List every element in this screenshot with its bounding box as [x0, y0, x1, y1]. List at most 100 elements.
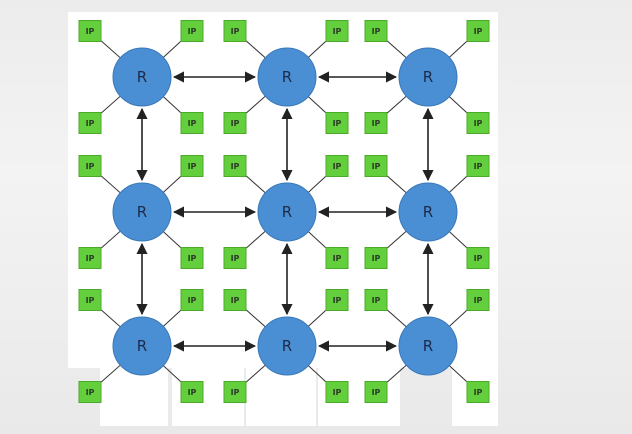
- router-node: [257, 47, 317, 107]
- ip-core-label: IP: [333, 388, 342, 397]
- ip-core-box: [364, 247, 388, 269]
- router-node: [112, 182, 172, 242]
- ip-core-box: [223, 155, 247, 177]
- ip-core-label: IP: [231, 388, 240, 397]
- router-r-2-2: R: [398, 316, 458, 376]
- router-node: [112, 316, 172, 376]
- ip-core-box: [466, 155, 490, 177]
- router-label: R: [282, 68, 292, 86]
- ip-core-box: [223, 381, 247, 403]
- ip-core-label: IP: [188, 162, 197, 171]
- ip-core-label: IP: [333, 254, 342, 263]
- ip-core-r-2-2-top-left: IP: [364, 289, 388, 311]
- ip-core-r-0-2-bottom-right: IP: [466, 112, 490, 134]
- ip-core-label: IP: [86, 162, 95, 171]
- ip-core-box: [466, 247, 490, 269]
- ip-core-label: IP: [372, 27, 381, 36]
- router-label: R: [137, 203, 147, 221]
- router-label: R: [137, 68, 147, 86]
- ip-core-r-1-1-bottom-left: IP: [223, 247, 247, 269]
- ip-core-r-0-0-bottom-right: IP: [180, 112, 204, 134]
- ip-core-r-2-0-bottom-right: IP: [180, 381, 204, 403]
- ip-core-r-1-0-top-left: IP: [78, 155, 102, 177]
- ip-core-r-2-2-bottom-left: IP: [364, 381, 388, 403]
- ip-core-box: [78, 112, 102, 134]
- router-r-2-1: R: [257, 316, 317, 376]
- ip-core-label: IP: [188, 27, 197, 36]
- ip-core-label: IP: [474, 162, 483, 171]
- router-r-1-0: R: [112, 182, 172, 242]
- ip-core-r-0-0-bottom-left: IP: [78, 112, 102, 134]
- ip-core-label: IP: [372, 388, 381, 397]
- ip-core-label: IP: [188, 254, 197, 263]
- router-node: [398, 316, 458, 376]
- ip-core-label: IP: [231, 254, 240, 263]
- ip-core-box: [180, 155, 204, 177]
- ip-core-box: [364, 289, 388, 311]
- ip-core-label: IP: [86, 27, 95, 36]
- ip-core-box: [223, 289, 247, 311]
- ip-core-box: [325, 112, 349, 134]
- ip-core-r-1-2-bottom-left: IP: [364, 247, 388, 269]
- ip-core-box: [325, 20, 349, 42]
- ip-core-box: [364, 20, 388, 42]
- router-label: R: [282, 337, 292, 355]
- ip-core-label: IP: [333, 162, 342, 171]
- ip-core-label: IP: [372, 296, 381, 305]
- ip-core-r-0-1-bottom-left: IP: [223, 112, 247, 134]
- router-node: [398, 182, 458, 242]
- ip-core-box: [325, 289, 349, 311]
- ip-core-box: [364, 381, 388, 403]
- panel-segment: [246, 368, 316, 426]
- ip-core-r-2-1-top-left: IP: [223, 289, 247, 311]
- ip-core-label: IP: [188, 388, 197, 397]
- ip-core-label: IP: [474, 388, 483, 397]
- ip-core-box: [364, 112, 388, 134]
- ip-core-box: [78, 289, 102, 311]
- ip-core-label: IP: [231, 162, 240, 171]
- ip-core-label: IP: [333, 296, 342, 305]
- ip-core-label: IP: [372, 162, 381, 171]
- ip-core-r-1-0-bottom-left: IP: [78, 247, 102, 269]
- router-links: [136, 71, 434, 352]
- ip-core-r-2-2-bottom-right: IP: [466, 381, 490, 403]
- ip-core-box: [466, 289, 490, 311]
- router-r-0-0: R: [112, 47, 172, 107]
- ip-core-label: IP: [86, 388, 95, 397]
- router-label: R: [282, 203, 292, 221]
- ip-core-r-0-0-top-right: IP: [180, 20, 204, 42]
- router-r-0-2: R: [398, 47, 458, 107]
- ip-core-box: [78, 381, 102, 403]
- ip-core-label: IP: [333, 27, 342, 36]
- router-r-1-1: R: [257, 182, 317, 242]
- ip-core-r-0-2-top-left: IP: [364, 20, 388, 42]
- ip-core-label: IP: [372, 119, 381, 128]
- ip-core-box: [325, 155, 349, 177]
- ip-core-r-2-1-bottom-right: IP: [325, 381, 349, 403]
- ip-core-label: IP: [372, 254, 381, 263]
- ip-core-r-2-0-top-left: IP: [78, 289, 102, 311]
- ip-core-box: [180, 247, 204, 269]
- ip-core-box: [78, 155, 102, 177]
- ip-core-box: [78, 20, 102, 42]
- ip-core-r-1-1-bottom-right: IP: [325, 247, 349, 269]
- ip-core-label: IP: [231, 27, 240, 36]
- ip-core-label: IP: [474, 254, 483, 263]
- ip-core-box: [466, 20, 490, 42]
- ip-core-label: IP: [86, 119, 95, 128]
- ip-core-r-2-0-top-right: IP: [180, 289, 204, 311]
- ip-core-box: [364, 155, 388, 177]
- ip-core-label: IP: [188, 119, 197, 128]
- router-node: [112, 47, 172, 107]
- panel-segment: [100, 368, 168, 426]
- ip-core-box: [325, 247, 349, 269]
- ip-core-r-0-2-top-right: IP: [466, 20, 490, 42]
- ip-core-label: IP: [474, 296, 483, 305]
- router-node: [257, 182, 317, 242]
- ip-core-box: [180, 289, 204, 311]
- ip-core-label: IP: [474, 119, 483, 128]
- ip-core-r-1-2-bottom-right: IP: [466, 247, 490, 269]
- ip-core-label: IP: [474, 27, 483, 36]
